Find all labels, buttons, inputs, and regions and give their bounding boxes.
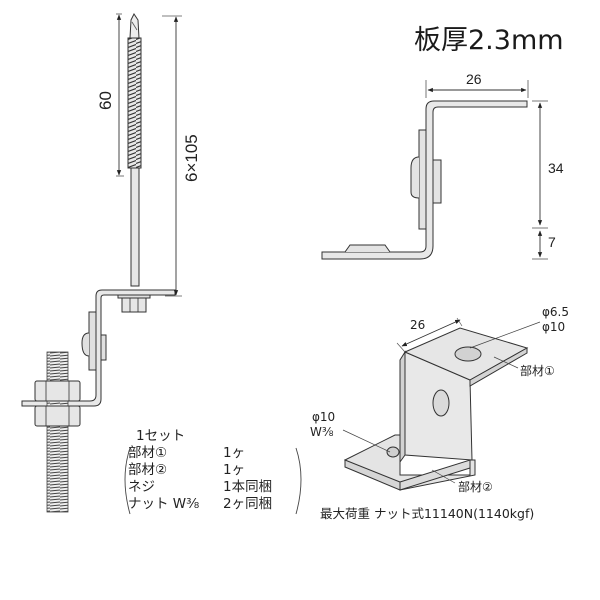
set-item: ナット W⅜ 2ヶ同梱 bbox=[128, 496, 308, 513]
hole-small-diameter: φ6.5 bbox=[542, 305, 569, 319]
set-item-name: ネジ bbox=[128, 479, 155, 495]
part1-label: 部材① bbox=[520, 364, 555, 378]
set-item-name: ナット W⅜ bbox=[128, 496, 200, 512]
bottom-hole-thread: W⅜ bbox=[310, 425, 334, 439]
side-upper-height-dimension: 34 bbox=[548, 160, 564, 176]
set-item: ネジ 1本同梱 bbox=[128, 479, 308, 496]
screw-assembly bbox=[21, 13, 182, 513]
bottom-hole-diameter: φ10 bbox=[312, 410, 336, 424]
set-item-qty: 1ヶ bbox=[223, 462, 246, 478]
set-item: 部材② 1ヶ bbox=[128, 462, 308, 479]
bracket-side-view bbox=[321, 80, 548, 260]
iso-width-dimension: 26 bbox=[410, 318, 426, 332]
set-header: 1セット bbox=[136, 428, 186, 444]
part2-label: 部材② bbox=[458, 480, 493, 494]
side-width-dimension: 26 bbox=[466, 71, 482, 87]
set-item-name: 部材② bbox=[128, 462, 168, 478]
set-item-qty: 2ヶ同梱 bbox=[223, 496, 273, 512]
right-paren bbox=[295, 447, 302, 515]
bracket-isometric-view bbox=[342, 317, 541, 491]
screw-size-dimension: 6×105 bbox=[182, 134, 201, 182]
set-item-qty: 1本同梱 bbox=[223, 479, 273, 495]
thread-length-dimension: 60 bbox=[96, 91, 115, 110]
max-load-text: 最大荷重 ナット式11140N(1140kgf) bbox=[320, 506, 535, 521]
side-lower-height-dimension: 7 bbox=[548, 234, 556, 250]
hole-large-diameter: φ10 bbox=[542, 320, 566, 334]
set-item-qty: 1ヶ bbox=[223, 445, 246, 461]
plate-thickness-title: 板厚2.3mm bbox=[414, 25, 564, 56]
left-paren bbox=[124, 447, 131, 515]
set-item: 部材① 1ヶ bbox=[128, 445, 308, 462]
set-contents-list: 1セット 部材① 1ヶ 部材② 1ヶ ネジ 1本同梱 ナット W⅜ 2ヶ同梱 bbox=[128, 428, 308, 513]
set-item-name: 部材① bbox=[128, 445, 168, 461]
